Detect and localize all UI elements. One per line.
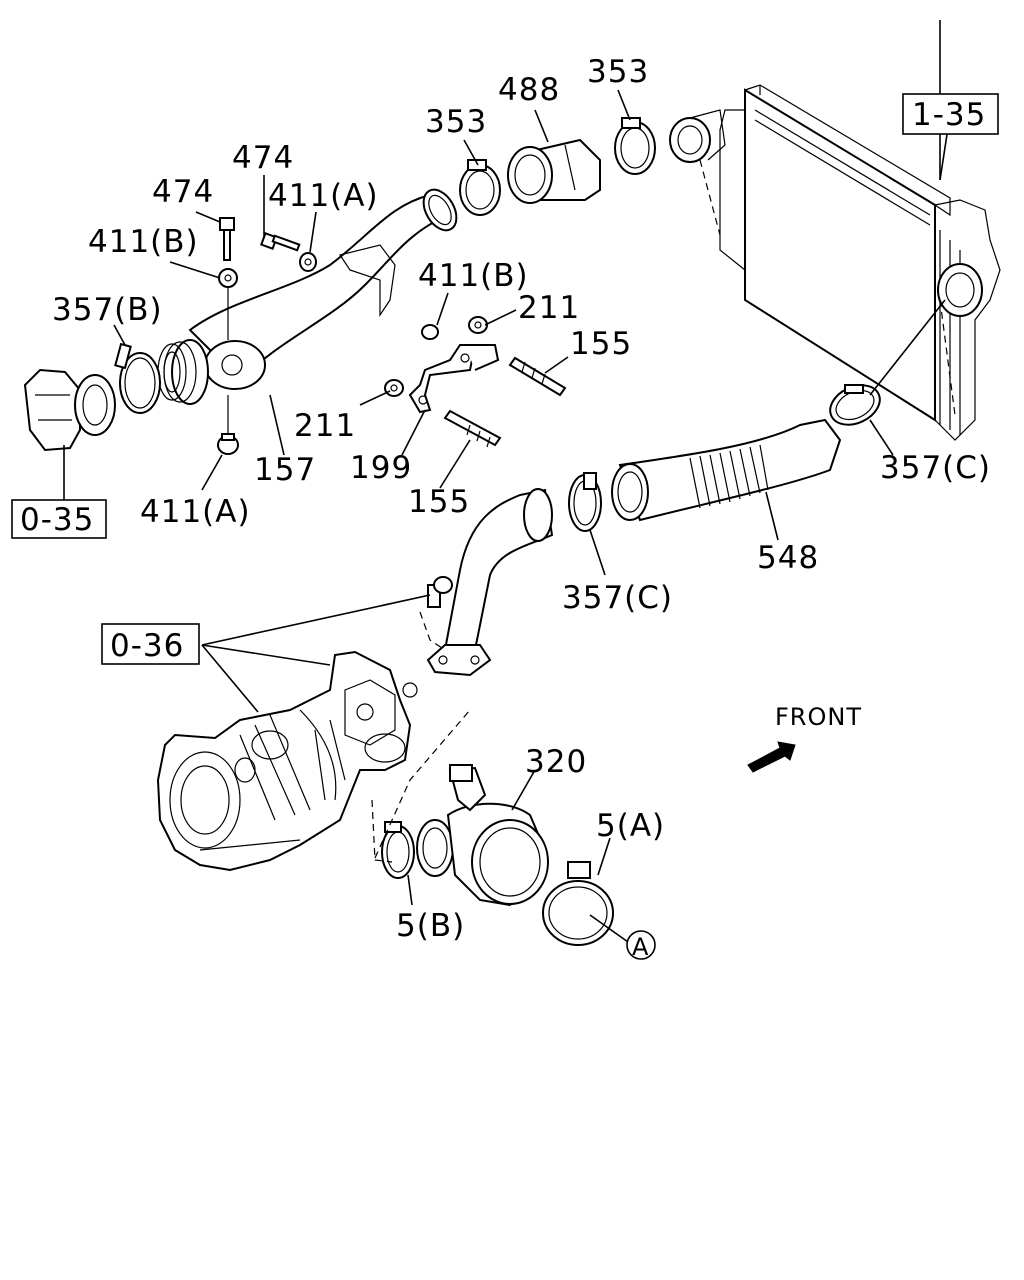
pipe-157 — [157, 188, 458, 405]
nut-411b-left — [218, 268, 238, 288]
turbocharger-0-36 — [156, 650, 418, 872]
label-199: 199 — [350, 450, 412, 486]
leader-lines — [63, 20, 949, 943]
clamp-353-right — [614, 117, 656, 175]
ref-0-35: 0-35 — [20, 502, 94, 538]
ref-0-36: 0-36 — [110, 628, 184, 664]
clamp-353-left — [459, 159, 501, 216]
nut-411a-top — [299, 252, 317, 272]
bracket-199 — [408, 344, 500, 414]
intercooler — [669, 84, 1001, 441]
turbo-outlet-pipe — [419, 488, 554, 677]
ref-box-1-35 — [902, 93, 999, 135]
label-357c-mid: 357(C) — [562, 580, 673, 616]
ref-box-0-36 — [101, 623, 200, 665]
ref-1-35: 1-35 — [912, 97, 986, 133]
label-157: 157 — [254, 452, 316, 488]
nut-411a-bottom — [217, 433, 239, 455]
label-155-right: 155 — [570, 326, 632, 362]
label-488: 488 — [498, 72, 560, 108]
clamp-357c-right — [829, 384, 881, 426]
circle-ref-a-label: A — [632, 933, 649, 961]
label-211-left: 211 — [294, 408, 356, 444]
nut-211-right — [468, 316, 488, 334]
label-353-left: 353 — [425, 104, 487, 140]
label-211-right: 211 — [518, 290, 580, 326]
label-474-upper: 474 — [232, 140, 294, 176]
label-411b-mid: 411(B) — [418, 258, 529, 294]
nut-411b-mid — [421, 324, 439, 340]
label-548: 548 — [757, 540, 819, 576]
hose-488 — [507, 138, 601, 204]
label-353-right: 353 — [587, 54, 649, 90]
front-arrow-icon — [747, 741, 796, 773]
label-411a-bottom: 411(A) — [140, 494, 251, 530]
stud-155-left — [443, 409, 502, 448]
air-duct-320 — [416, 764, 549, 907]
clamp-5a — [542, 861, 614, 946]
label-155-left: 155 — [408, 484, 470, 520]
hose-548 — [611, 418, 842, 522]
ref-box-0-35 — [11, 499, 107, 539]
label-411b-left: 411(B) — [88, 224, 199, 260]
label-5b: 5(B) — [396, 908, 465, 944]
clamp-357b — [119, 352, 161, 414]
label-411a-top: 411(A) — [268, 178, 379, 214]
label-357b: 357(B) — [52, 292, 163, 328]
bolt-474-lower — [260, 232, 301, 252]
bolt-474-upper — [219, 217, 235, 261]
label-357c-right: 357(C) — [880, 450, 991, 486]
nut-211-left — [384, 379, 404, 397]
stud-155-right — [508, 356, 567, 397]
label-320: 320 — [525, 744, 587, 780]
label-front: FRONT — [775, 703, 862, 731]
label-5a: 5(A) — [596, 808, 665, 844]
throttle-body-0-35 — [23, 368, 116, 452]
clamp-5b — [381, 821, 415, 879]
circle-ref-a — [626, 930, 656, 960]
label-474-lower: 474 — [152, 174, 214, 210]
clamp-357c-mid — [568, 472, 602, 532]
